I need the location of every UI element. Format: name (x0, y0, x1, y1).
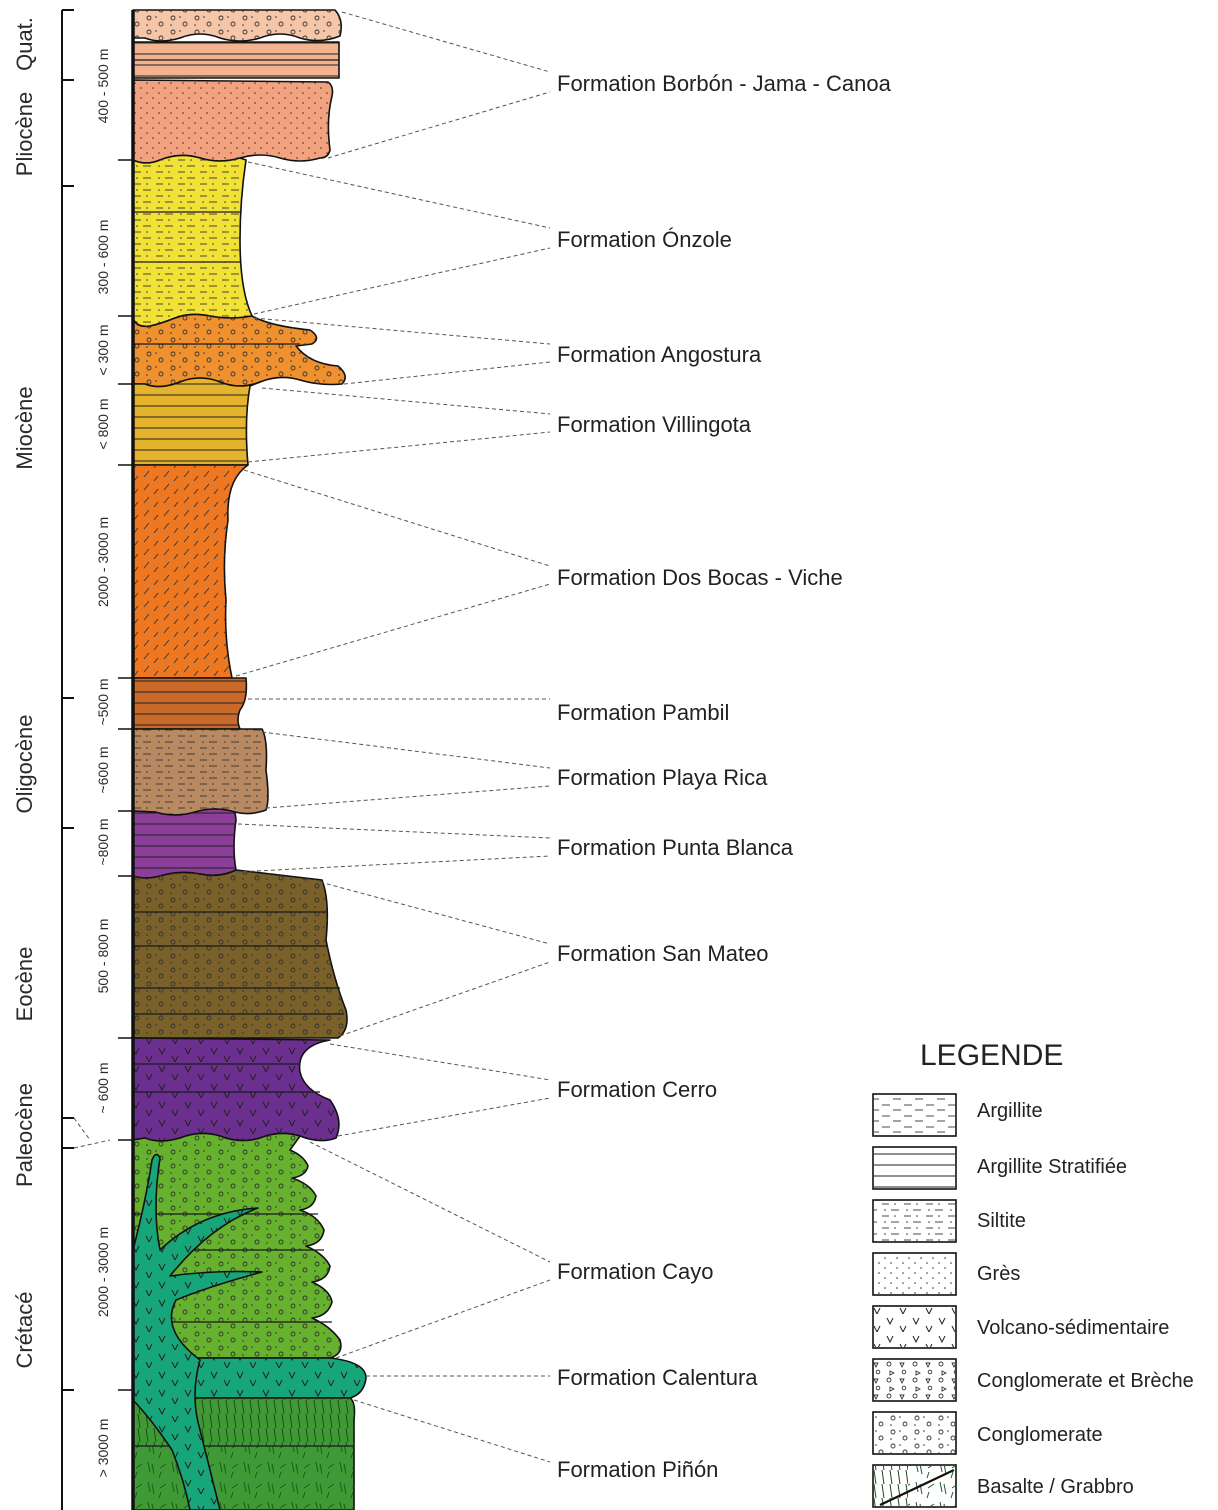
formation-label-pinon: Formation Piñón (557, 1457, 718, 1482)
legend-item-stratified-argillite: Argillite Stratifiée (872, 1146, 1127, 1190)
sandstone-pattern-icon (872, 1252, 957, 1296)
thickness-label-dos-bocas: 2000 - 3000 m (95, 517, 111, 607)
conglomerate-breccia-pattern-icon (872, 1358, 957, 1402)
legend-title: LEGENDE (920, 1039, 1063, 1072)
formation-label-calentura: Formation Calentura (557, 1365, 758, 1390)
formation-label-onzole: Formation Ónzole (557, 227, 732, 252)
formation-label-cayo: Formation Cayo (557, 1259, 714, 1284)
layer-san-mateo (132, 869, 348, 1039)
layer-punta-blanca (132, 808, 237, 879)
thickness-ticks (118, 159, 133, 1391)
legend-item-argillite: Argillite (872, 1093, 1043, 1137)
legend-item-sandstone: Grès (872, 1252, 1020, 1296)
epoch-label-oligocene: Oligocène (12, 714, 37, 813)
epoch-label-quaternary: Quat. (12, 17, 37, 71)
legend-item-siltite: Siltite (872, 1199, 1026, 1243)
epoch-bar (61, 9, 111, 1510)
epoch-label-paleocene: Paleocène (12, 1083, 37, 1187)
formation-label-playa-rica: Formation Playa Rica (557, 765, 768, 790)
legend: LEGENDE Argillite Argillite Stratifiée S… (872, 1039, 1194, 1508)
layer-dos-bocas-viche (132, 464, 249, 679)
siltite-pattern-icon (872, 1199, 957, 1243)
thickness-label-san-mateo: 500 - 800 m (95, 919, 111, 994)
layer-cayo (132, 1132, 342, 1359)
thickness-label-playa-rica: ~600 m (95, 746, 111, 793)
legend-label: Conglomerate et Brèche (977, 1370, 1194, 1392)
formation-labels: Formation Borbón - Jama - Canoa Formatio… (557, 71, 892, 1482)
legend-label: Volcano-sédimentaire (977, 1317, 1169, 1339)
legend-label: Conglomerate (977, 1424, 1103, 1446)
legend-item-conglomerate-breccia: Conglomerate et Brèche (872, 1358, 1194, 1402)
volcano-sedimentary-pattern-icon (872, 1305, 957, 1349)
layer-onzole (132, 154, 253, 328)
legend-label: Siltite (977, 1210, 1026, 1232)
layer-playa-rica (132, 728, 269, 816)
layer-pambil (132, 677, 248, 730)
thickness-label-onzole: 300 - 600 m (95, 220, 111, 295)
formation-label-dos-bocas: Formation Dos Bocas - Viche (557, 565, 843, 590)
legend-item-conglomerate: Conglomerate (872, 1411, 1103, 1455)
formation-label-san-mateo: Formation San Mateo (557, 941, 769, 966)
legend-label: Argillite (977, 1100, 1043, 1122)
stratigraphic-column (131, 9, 367, 1510)
legend-label: Grès (977, 1263, 1020, 1285)
epoch-label-pliocene: Pliocène (12, 92, 37, 176)
thickness-label-angostura: < 300 m (95, 325, 111, 376)
thickness-labels: 400 - 500 m 300 - 600 m < 300 m < 800 m … (95, 49, 111, 1478)
formation-label-angostura: Formation Angostura (557, 342, 762, 367)
thickness-label-borbon: 400 - 500 m (95, 49, 111, 124)
stratified-argillite-pattern-icon (872, 1146, 957, 1190)
formation-label-cerro: Formation Cerro (557, 1077, 717, 1102)
layer-angostura (132, 313, 346, 388)
thickness-label-punta-blanca: ~800 m (95, 818, 111, 865)
thickness-label-pinon: > 3000 m (95, 1419, 111, 1478)
layer-borbon (132, 79, 334, 164)
formation-label-borbon: Formation Borbón - Jama - Canoa (557, 71, 892, 96)
basalt-gabbro-pattern-icon (872, 1464, 957, 1508)
legend-label: Argillite Stratifiée (977, 1156, 1127, 1178)
argillite-pattern-icon (872, 1093, 957, 1137)
epoch-label-eocene: Eocène (12, 947, 37, 1022)
layer-cerro (132, 1037, 340, 1142)
legend-item-volcano-sedimentary: Volcano-sédimentaire (872, 1305, 1169, 1349)
epoch-labels: Quat. Pliocène Miocène Oligocène Eocène … (12, 17, 37, 1368)
formation-label-villingota: Formation Villingota (557, 412, 752, 437)
layer-villingota (132, 377, 261, 466)
thickness-label-cerro: ~ 600 m (95, 1063, 111, 1114)
formation-label-pambil: Formation Pambil (557, 700, 729, 725)
formation-label-punta-blanca: Formation Punta Blanca (557, 835, 794, 860)
epoch-label-cretaceous: Crétacé (12, 1291, 37, 1368)
conglomerate-pattern-icon (872, 1411, 957, 1455)
thickness-label-pambil: ~500 m (95, 678, 111, 725)
leader-lines (235, 11, 551, 1463)
thickness-label-cayo: 2000 - 3000 m (95, 1227, 111, 1317)
volcanic-intrusion (132, 1153, 263, 1510)
epoch-label-miocene: Miocène (12, 386, 37, 469)
layer-borbon-top (132, 9, 342, 79)
legend-item-basalt-gabbro: Basalte / Grabbro (872, 1464, 1134, 1508)
legend-label: Basalte / Grabbro (977, 1476, 1134, 1498)
thickness-label-villingota: < 800 m (95, 399, 111, 450)
